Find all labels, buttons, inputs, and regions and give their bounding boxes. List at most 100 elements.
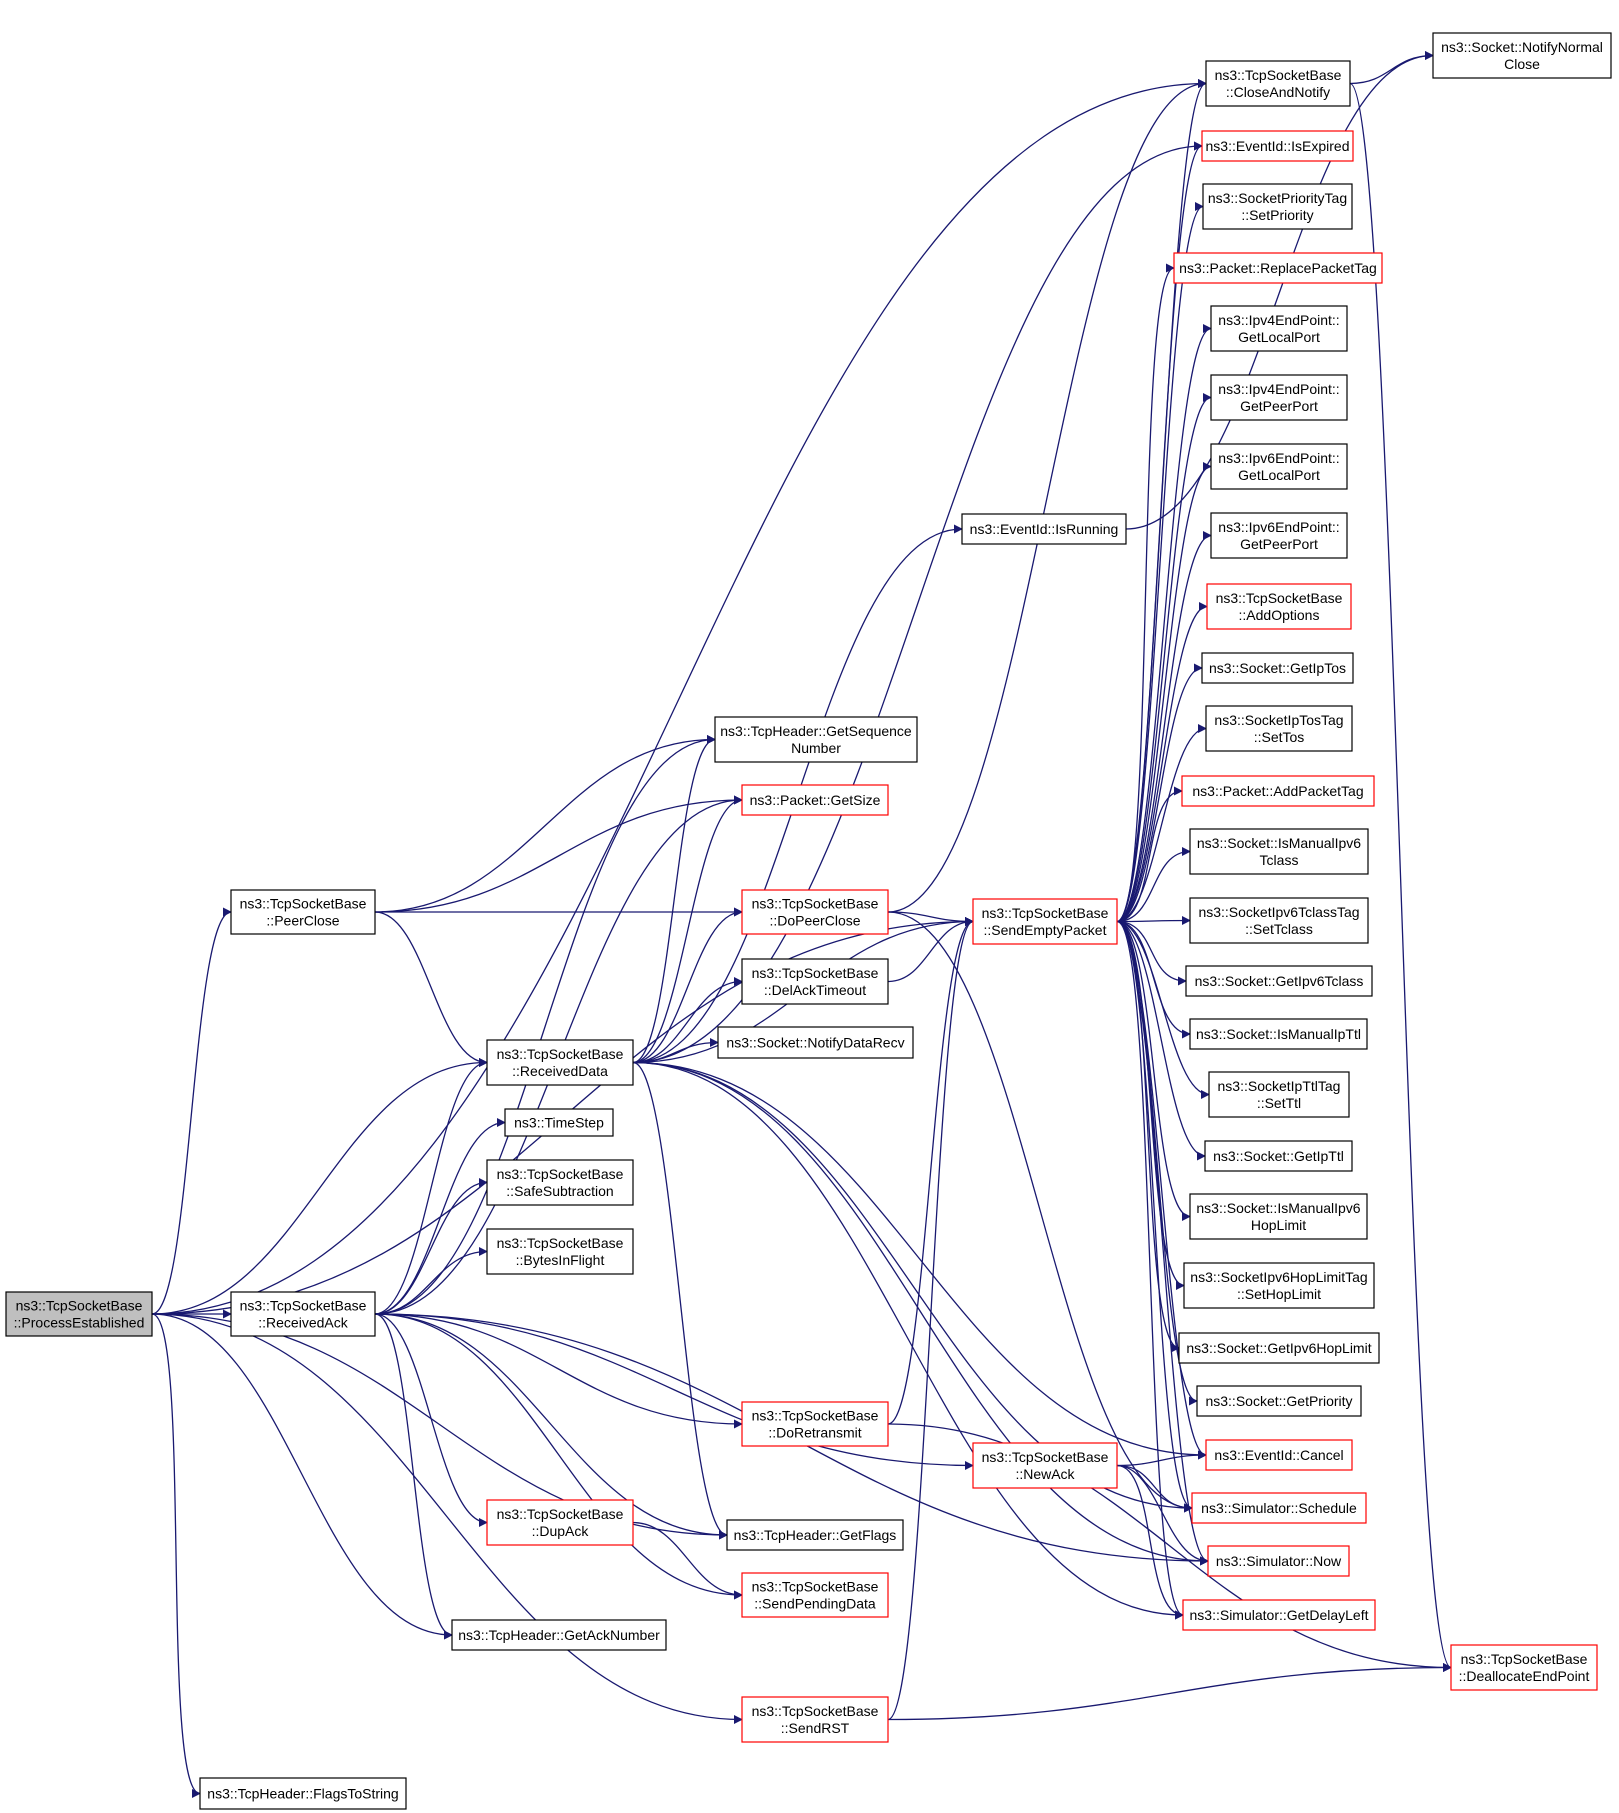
node-ipv4GetLocalPort[interactable]: ns3::Ipv4EndPoint::GetLocalPort (1210, 305, 1348, 352)
node-now[interactable]: ns3::Simulator::Now (1207, 1545, 1350, 1577)
node-label-line2: ::DupAck (532, 1523, 590, 1539)
node-getFlags[interactable]: ns3::TcpHeader::GetFlags (726, 1519, 904, 1551)
node-label-line1: ns3::TcpSocketBase (1461, 1651, 1588, 1667)
node-box (5, 1291, 153, 1337)
node-peerClose[interactable]: ns3::TcpSocketBase::PeerClose (230, 889, 376, 935)
call-edge-sendEmptyPacket-to-ipv4GetPeerPort (1116, 393, 1212, 923)
node-getIpv6HopLimit[interactable]: ns3::Socket::GetIpv6HopLimit (1178, 1332, 1380, 1364)
node-label-line1: ns3::Ipv6EndPoint:: (1218, 519, 1339, 535)
node-label-line1: ns3::TcpSocketBase (16, 1298, 143, 1314)
node-newAck[interactable]: ns3::TcpSocketBase::NewAck (972, 1442, 1118, 1489)
node-processEstablished[interactable]: ns3::TcpSocketBase::ProcessEstablished (5, 1291, 153, 1337)
node-box (486, 1159, 634, 1206)
node-label-line2: ::SetPriority (1241, 207, 1313, 223)
node-label-line2: Close (1504, 56, 1540, 72)
node-setTclass[interactable]: ns3::SocketIpv6TclassTag::SetTclass (1189, 897, 1369, 944)
node-deallocateEndPoint[interactable]: ns3::TcpSocketBase::DeallocateEndPoint (1450, 1644, 1598, 1691)
call-edge-sendEmptyPacket-to-isManualIpv6Tclass (1116, 847, 1191, 923)
call-edge-newAck-to-schedule (1116, 1464, 1193, 1513)
node-replacePacketTag[interactable]: ns3::Packet::ReplacePacketTag (1173, 252, 1383, 284)
node-box (741, 958, 889, 1005)
node-label-line1: ns3::Socket::GetIpv6Tclass (1195, 973, 1364, 989)
node-label-line1: ns3::Socket::IsManualIpv6 (1196, 1200, 1360, 1216)
node-addOptions[interactable]: ns3::TcpSocketBase::AddOptions (1206, 583, 1352, 630)
node-label-line1: ns3::Packet::AddPacketTag (1192, 783, 1363, 799)
node-ipv4GetPeerPort[interactable]: ns3::Ipv4EndPoint::GetPeerPort (1210, 374, 1348, 421)
node-getIpTtl[interactable]: ns3::Socket::GetIpTtl (1204, 1140, 1353, 1172)
node-label-line1: ns3::Simulator::Now (1216, 1553, 1342, 1569)
node-label-line1: ns3::TcpSocketBase (752, 965, 879, 981)
node-box (1196, 1385, 1362, 1417)
call-edge-doRetransmit-to-sendEmptyPacket (887, 917, 974, 1425)
node-closeAndNotify[interactable]: ns3::TcpSocketBase::CloseAndNotify (1205, 60, 1351, 107)
call-edge-delAckTimeout-to-sendEmptyPacket (887, 917, 974, 983)
node-flagsToString[interactable]: ns3::TcpHeader::FlagsToString (199, 1777, 407, 1810)
node-bytesInFlight[interactable]: ns3::TcpSocketBase::BytesInFlight (486, 1228, 634, 1275)
node-isExpired[interactable]: ns3::EventId::IsExpired (1201, 130, 1354, 162)
node-box (741, 889, 889, 935)
node-label-line1: ns3::Socket::GetIpv6HopLimit (1186, 1340, 1371, 1356)
node-label-line2: ::SendPendingData (754, 1596, 876, 1612)
node-receivedAck[interactable]: ns3::TcpSocketBase::ReceivedAck (230, 1291, 376, 1337)
node-schedule[interactable]: ns3::Simulator::Schedule (1191, 1492, 1367, 1524)
call-edge-sendEmptyPacket-to-getIpTtl (1116, 920, 1206, 1161)
node-getPriority[interactable]: ns3::Socket::GetPriority (1196, 1385, 1362, 1417)
node-label-line1: ns3::Packet::GetSize (750, 792, 881, 808)
node-label-line1: ns3::Ipv4EndPoint:: (1218, 381, 1339, 397)
node-label-line2: ::SetHopLimit (1237, 1286, 1321, 1302)
call-edge-receivedData-to-getDelayLeft (632, 1061, 1184, 1620)
node-label-line1: ns3::EventId::IsRunning (970, 521, 1119, 537)
node-sendRST[interactable]: ns3::TcpSocketBase::SendRST (741, 1696, 889, 1743)
node-label-line1: ns3::EventId::Cancel (1214, 1447, 1343, 1463)
node-getDelayLeft[interactable]: ns3::Simulator::GetDelayLeft (1182, 1599, 1376, 1631)
node-addPacketTag[interactable]: ns3::Packet::AddPacketTag (1181, 775, 1375, 807)
node-label-line1: ns3::Socket::NotifyDataRecv (726, 1035, 904, 1051)
node-ipv6GetPeerPort[interactable]: ns3::Ipv6EndPoint::GetPeerPort (1210, 512, 1348, 559)
node-box (1210, 374, 1348, 421)
node-label-line1: ns3::TcpSocketBase (982, 905, 1109, 921)
node-label-line1: ns3::TcpHeader::GetAckNumber (458, 1627, 660, 1643)
node-receivedData[interactable]: ns3::TcpSocketBase::ReceivedData (486, 1039, 634, 1086)
node-setPriority[interactable]: ns3::SocketPriorityTag::SetPriority (1202, 183, 1353, 230)
call-edge-receivedAck-to-getFlags (374, 1313, 728, 1540)
node-notifyDataRecv[interactable]: ns3::Socket::NotifyDataRecv (717, 1026, 914, 1059)
node-sendEmptyPacket[interactable]: ns3::TcpSocketBase::SendEmptyPacket (972, 898, 1118, 945)
node-setHopLimit[interactable]: ns3::SocketIpv6HopLimitTag::SetHopLimit (1183, 1262, 1375, 1309)
node-box (230, 889, 376, 935)
node-getIpv6Tclass[interactable]: ns3::Socket::GetIpv6Tclass (1185, 965, 1373, 997)
node-box (714, 716, 918, 763)
node-box (1189, 828, 1369, 875)
node-box (1189, 1018, 1368, 1050)
node-label-line2: ::DeallocateEndPoint (1459, 1668, 1590, 1684)
node-label-line2: ::DelAckTimeout (764, 982, 866, 998)
node-dupAck[interactable]: ns3::TcpSocketBase::DupAck (486, 1499, 634, 1546)
call-edge-processEstablished-to-flagsToString (151, 1313, 201, 1798)
node-label-line2: ::PeerClose (266, 913, 339, 929)
call-edge-sendRST-to-sendEmptyPacket (887, 917, 974, 1721)
call-edge-receivedAck-to-receivedData (374, 1058, 488, 1315)
node-setTos[interactable]: ns3::SocketIpTosTag::SetTos (1205, 705, 1353, 752)
node-getIpTos[interactable]: ns3::Socket::GetIpTos (1201, 652, 1354, 684)
node-delAckTimeout[interactable]: ns3::TcpSocketBase::DelAckTimeout (741, 958, 889, 1005)
node-box (1189, 897, 1369, 944)
node-ipv6GetLocalPort[interactable]: ns3::Ipv6EndPoint::GetLocalPort (1210, 443, 1348, 490)
call-edge-peerClose-to-receivedData (374, 911, 488, 1067)
node-isRunning[interactable]: ns3::EventId::IsRunning (961, 513, 1127, 545)
node-setTtl[interactable]: ns3::SocketIpTtlTag::SetTtl (1208, 1071, 1350, 1118)
node-getAckNumber[interactable]: ns3::TcpHeader::GetAckNumber (451, 1619, 667, 1651)
node-isManualIpTtl[interactable]: ns3::Socket::IsManualIpTtl (1189, 1018, 1368, 1050)
node-label-line2: ::SafeSubtraction (506, 1183, 613, 1199)
node-timeStep[interactable]: ns3::TimeStep (504, 1108, 614, 1137)
node-cancel[interactable]: ns3::EventId::Cancel (1205, 1439, 1353, 1471)
node-safeSubtraction[interactable]: ns3::TcpSocketBase::SafeSubtraction (486, 1159, 634, 1206)
node-sendPendingData[interactable]: ns3::TcpSocketBase::SendPendingData (741, 1572, 889, 1618)
node-doRetransmit[interactable]: ns3::TcpSocketBase::DoRetransmit (741, 1401, 889, 1447)
node-label-line1: ns3::TcpHeader::FlagsToString (207, 1786, 398, 1802)
node-getSize[interactable]: ns3::Packet::GetSize (741, 784, 889, 816)
node-doPeerClose[interactable]: ns3::TcpSocketBase::DoPeerClose (741, 889, 889, 935)
